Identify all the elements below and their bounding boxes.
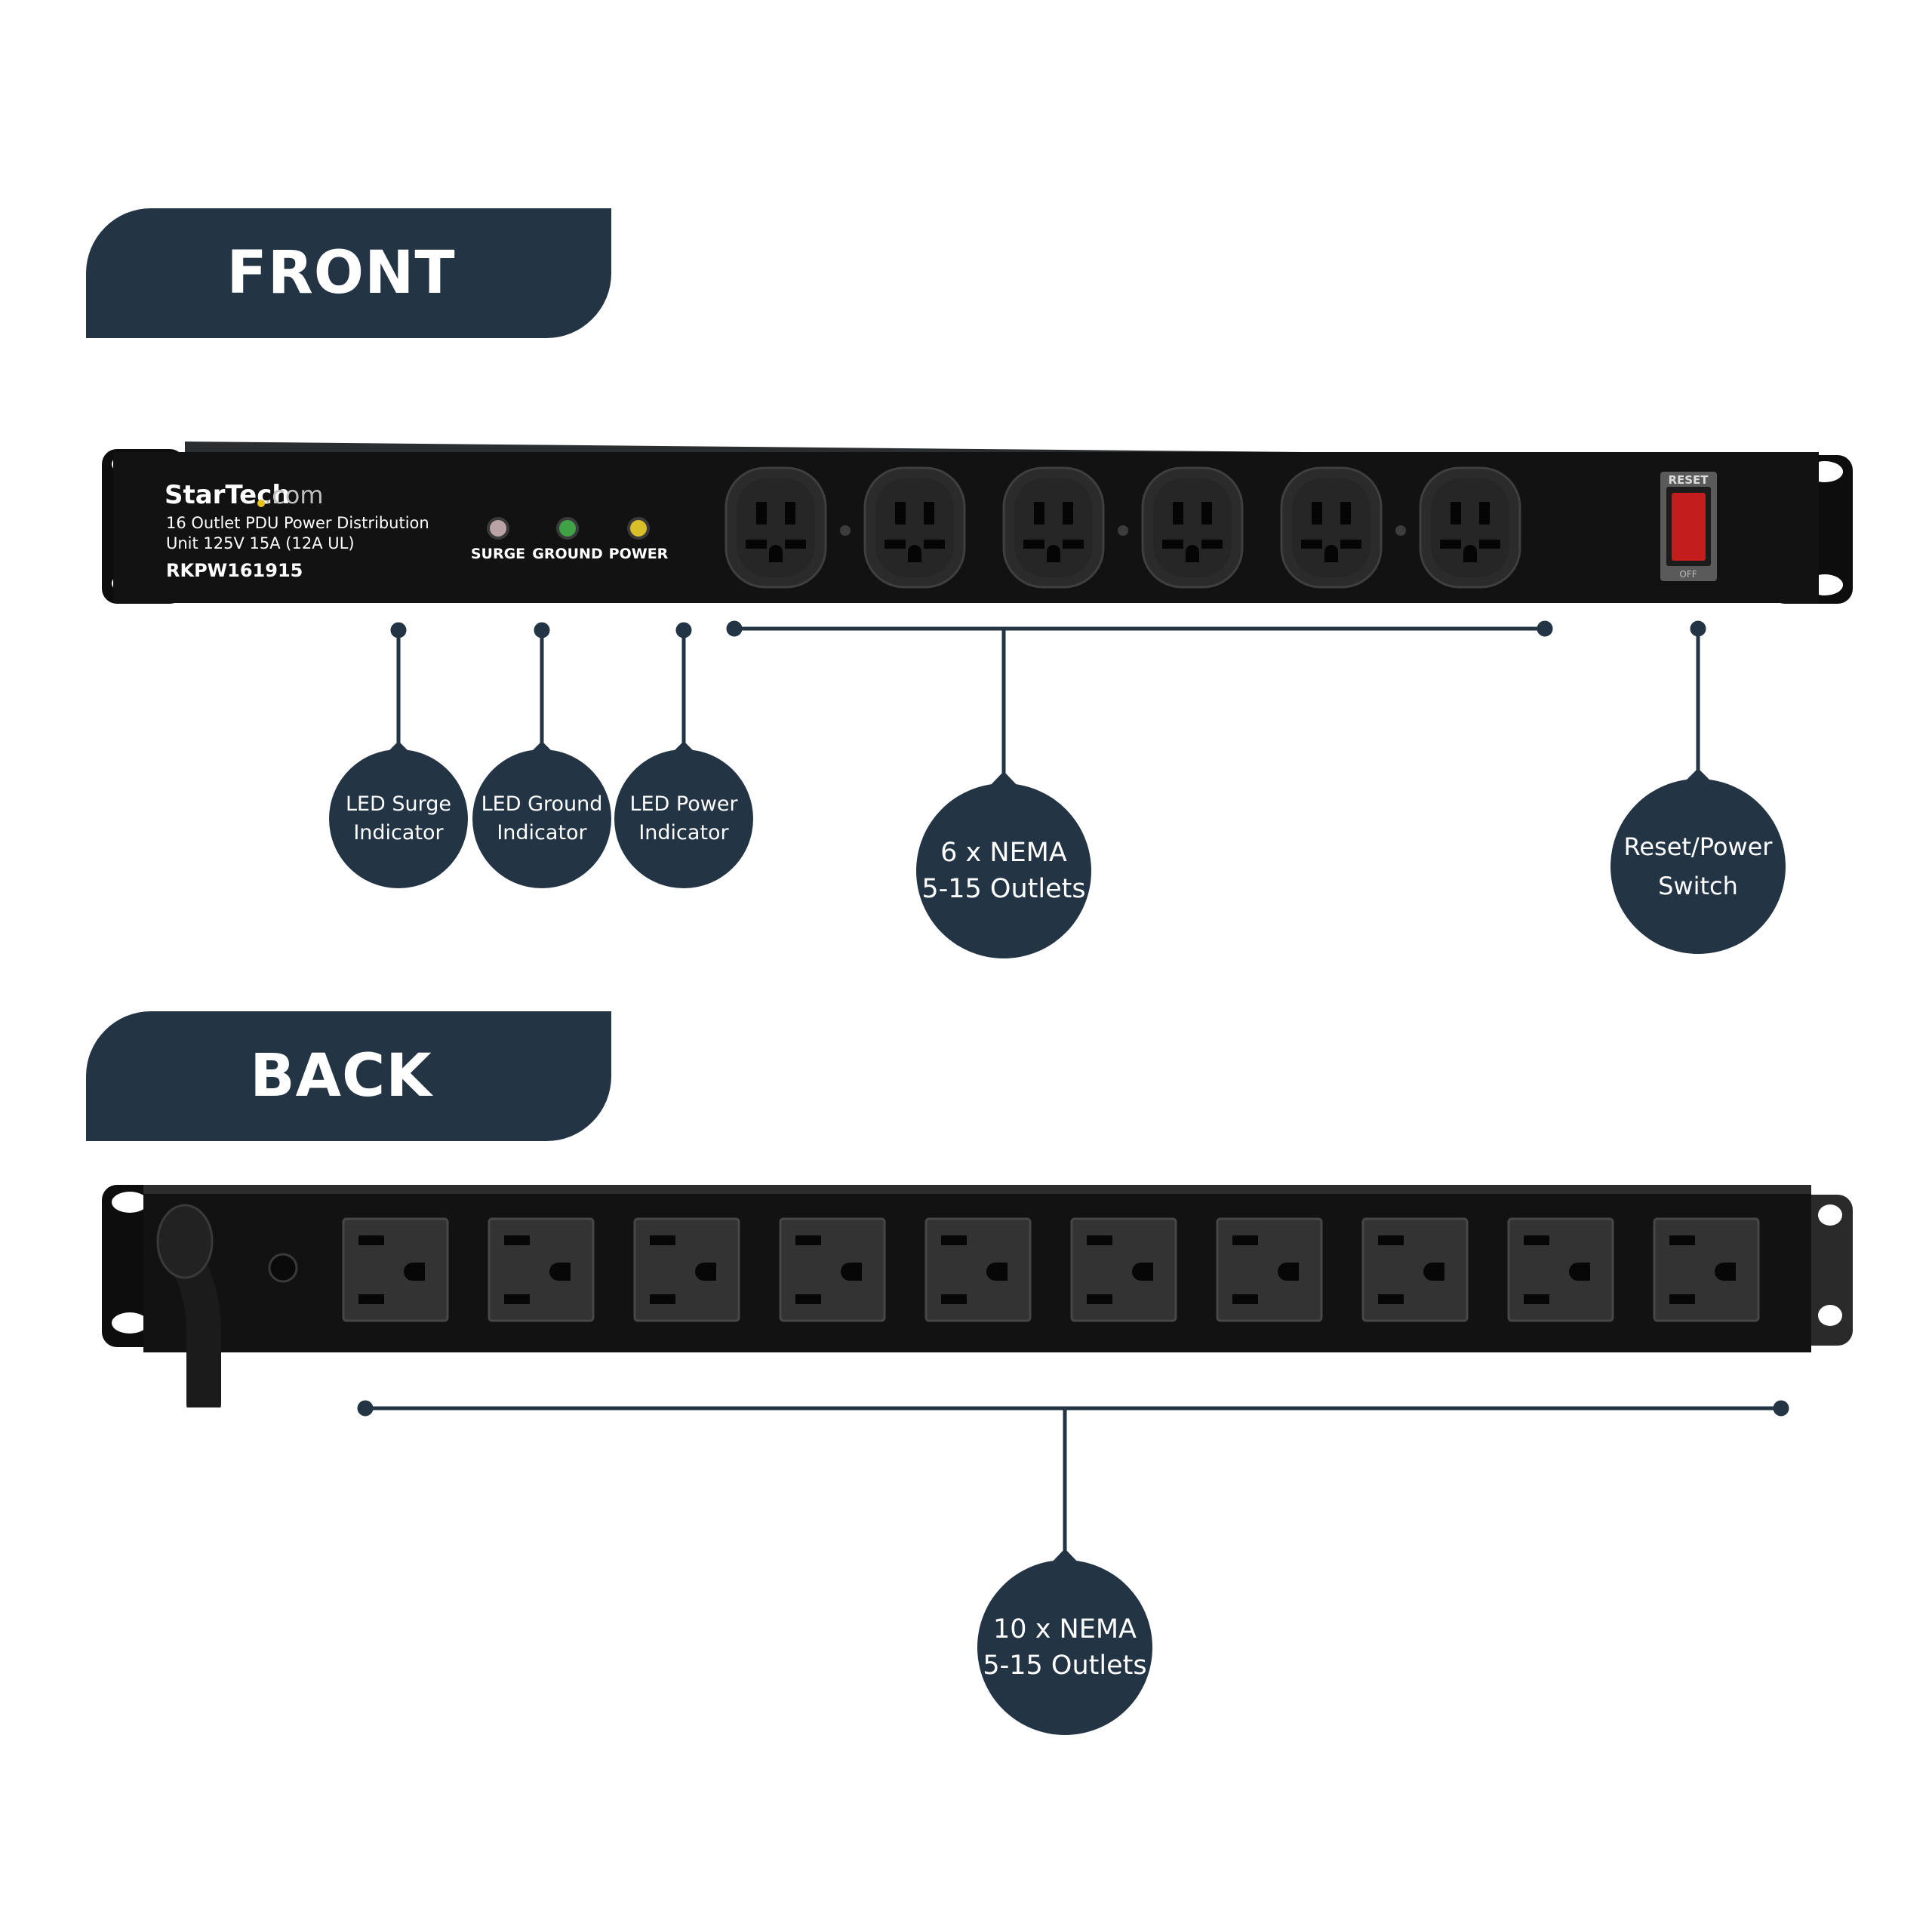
front-outlet — [1419, 466, 1521, 589]
surge-led — [487, 517, 509, 540]
led-power-callout: LED Power Indicator — [614, 749, 753, 888]
product-description-line1: 16 Outlet PDU Power Distribution — [166, 514, 429, 532]
reset-switch-callout: Reset/Power Switch — [1611, 779, 1786, 954]
mounting-screw — [1118, 525, 1128, 536]
callout-text: 10 x NEMA — [993, 1614, 1137, 1644]
reset-power-switch[interactable]: RESET OFF — [1660, 472, 1717, 581]
ground-led — [556, 517, 579, 540]
callout-text: 5-15 Outlets — [983, 1651, 1147, 1681]
front-outlet — [863, 466, 966, 589]
front-outlets-callout: 6 x NEMA 5-15 Outlets — [916, 783, 1091, 958]
callout-text: Indicator — [353, 821, 444, 844]
front-section-banner: FRONT — [86, 208, 611, 338]
power-led — [627, 517, 650, 540]
callout-text: Indicator — [638, 821, 729, 844]
power-led-label: POWER — [609, 546, 669, 562]
model-number: RKPW161915 — [166, 560, 303, 581]
back-outlet — [1653, 1217, 1760, 1322]
front-pdu-panel: StarTech .com 16 Outlet PDU Power Distri… — [102, 441, 1853, 604]
callout-text: Switch — [1658, 872, 1738, 900]
back-outlet — [1361, 1217, 1469, 1322]
front-outlet — [1141, 466, 1244, 589]
back-outlet — [1507, 1217, 1614, 1322]
product-description-line2: Unit 125V 15A (12A UL) — [166, 534, 355, 552]
front-outlet — [1002, 466, 1105, 589]
switch-reset-label: RESET — [1668, 473, 1709, 487]
brand-logo-suffix: .com — [264, 481, 324, 509]
switch-off-label: OFF — [1679, 569, 1697, 580]
callout-text: 5-15 Outlets — [921, 874, 1086, 904]
brand-logo: StarTech — [165, 480, 291, 510]
callout-text: LED Surge — [345, 792, 452, 816]
back-section-banner: BACK — [86, 1011, 611, 1141]
back-outlet — [924, 1217, 1032, 1322]
back-outlet — [779, 1217, 886, 1322]
callout-text: LED Power — [629, 792, 738, 816]
callout-text: Indicator — [497, 821, 587, 844]
mounting-screw — [1395, 525, 1406, 536]
back-outlet — [633, 1217, 740, 1322]
back-outlets-callout: 10 x NEMA 5-15 Outlets — [977, 1560, 1152, 1735]
ground-led-label: GROUND — [532, 546, 602, 562]
back-outlet — [1216, 1217, 1323, 1322]
back-outlet — [342, 1217, 449, 1322]
front-outlet — [724, 466, 827, 589]
callout-text: LED Ground — [481, 792, 603, 816]
front-outlet — [1280, 466, 1383, 589]
mounting-screw — [840, 525, 851, 536]
callout-text: 6 x NEMA — [940, 838, 1067, 868]
back-outlet — [488, 1217, 595, 1322]
led-ground-callout: LED Ground Indicator — [472, 749, 611, 888]
surge-led-label: SURGE — [471, 546, 525, 562]
led-surge-callout: LED Surge Indicator — [329, 749, 468, 888]
callout-text: Reset/Power — [1623, 832, 1773, 861]
back-outlet — [1070, 1217, 1177, 1322]
back-pdu-panel — [102, 1185, 1853, 1407]
front-section-title: FRONT — [226, 239, 456, 307]
back-section-title: BACK — [250, 1042, 432, 1110]
